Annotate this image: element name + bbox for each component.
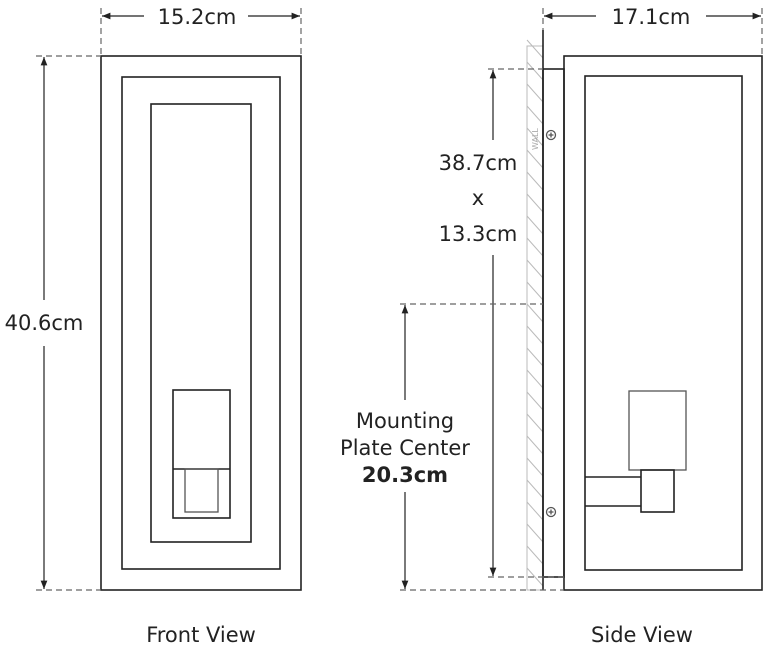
wall-hatch: WALL	[526, 39, 544, 591]
front-lamp-housing	[172, 389, 231, 519]
wall-hatch-line	[526, 523, 544, 543]
backplate-width-label: 13.3cm	[439, 222, 518, 246]
front-view-caption: Front View	[146, 623, 256, 647]
front-outer-frame	[100, 55, 302, 591]
wall-hatch-line	[526, 303, 544, 323]
wall-label: WALL	[531, 128, 540, 150]
wall-hatch-line	[526, 457, 544, 477]
mounting-label-line1: Mounting	[356, 409, 454, 433]
front-middle-frame	[121, 76, 281, 570]
screw-icon	[545, 506, 557, 518]
wall-hatch-line	[526, 39, 544, 59]
backplate-times-label: x	[472, 186, 484, 210]
side-lamp-housing	[628, 390, 687, 471]
side-outer-frame	[563, 55, 763, 591]
height-dimension-label: 40.6cm	[5, 311, 84, 335]
wall-hatch-line	[526, 325, 544, 345]
side-inner-frame	[584, 75, 743, 571]
wall-hatch-line	[526, 545, 544, 565]
wall-hatch-line	[526, 193, 544, 213]
wall-hatch-line	[526, 61, 544, 81]
screw-icon	[545, 129, 557, 141]
wall-hatch-line	[526, 215, 544, 235]
wall-hatch-line	[526, 149, 544, 169]
side-lamp-socket	[640, 469, 675, 513]
wall-hatch-line	[526, 281, 544, 301]
wall-hatch-line	[526, 105, 544, 125]
wall-hatch-line	[526, 567, 544, 587]
wall-hatch-line	[526, 237, 544, 257]
side-view-caption: Side View	[591, 623, 693, 647]
wall-hatch-line	[526, 259, 544, 279]
side-view: WALL 17.1cm 38.7cm x 13.3cm	[340, 5, 763, 647]
mounting-backplate	[542, 68, 565, 578]
side-lamp-arm	[585, 476, 641, 507]
width-dimension-label: 15.2cm	[158, 5, 237, 29]
depth-dimension-label: 17.1cm	[612, 5, 691, 29]
wall-hatch-line	[526, 83, 544, 103]
front-view: 15.2cm 40.6cm Front View	[5, 5, 302, 647]
wall-hatch-line	[526, 435, 544, 455]
front-lamp-socket	[184, 468, 219, 513]
wall-hatch-line	[526, 413, 544, 433]
wall-hatch-line	[526, 347, 544, 367]
wall-hatch-line	[526, 171, 544, 191]
front-inner-panel	[150, 103, 252, 543]
mounting-label-line2: Plate Center	[340, 436, 470, 460]
mounting-center-value: 20.3cm	[362, 463, 448, 487]
wall-hatch-line	[526, 391, 544, 411]
wall-hatch-line	[526, 369, 544, 389]
wall-hatch-line	[526, 479, 544, 499]
wall-hatch-line	[526, 501, 544, 521]
wall-hatch-line	[526, 127, 544, 147]
backplate-height-label: 38.7cm	[439, 151, 518, 175]
